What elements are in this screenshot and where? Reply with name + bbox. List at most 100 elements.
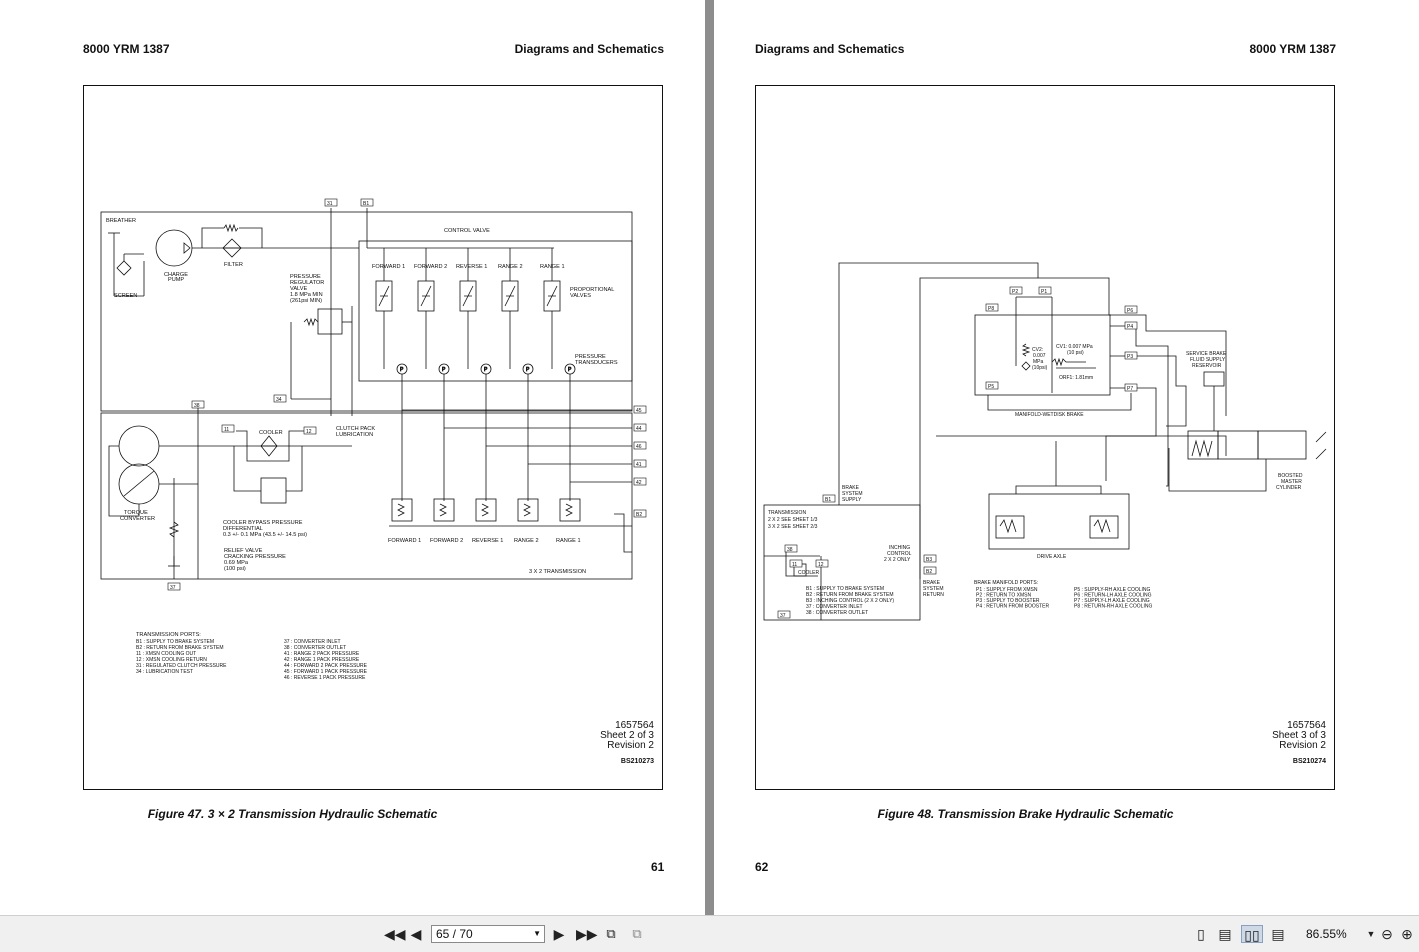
port-legend-item: 37 : CONVERTER INLET bbox=[284, 639, 341, 645]
port-tag-label: 46 bbox=[636, 444, 642, 450]
cooler-label: COOLER bbox=[798, 570, 820, 576]
brake-return-label-2: SYSTEM bbox=[923, 586, 944, 592]
chevron-down-icon[interactable]: ▼ bbox=[533, 929, 541, 938]
clutch-pack bbox=[433, 498, 455, 522]
manifold-port-item: P5 : SUPPLY-RH AXLE COOLING bbox=[1074, 587, 1151, 593]
transmission-label-2: 2 X 2 SEE SHEET 1/3 bbox=[768, 517, 818, 523]
page-number-field[interactable]: 65 / 70 ▼ bbox=[431, 925, 545, 943]
port-legend-item: 44 : FORWARD 2 PACK PRESSURE bbox=[284, 663, 368, 669]
manifold-port-item: P3 : SUPPLY TO BOOSTER bbox=[976, 598, 1040, 604]
port-tag-label: 44 bbox=[636, 426, 642, 432]
trans-port-item: B3 : INCHING CONTROL (2 X 2 ONLY) bbox=[806, 598, 894, 604]
port-tag-label: 37 bbox=[780, 613, 786, 619]
port-tag bbox=[633, 477, 647, 486]
brake-return-label: BRAKE bbox=[923, 580, 941, 586]
page-number: 61 bbox=[651, 860, 665, 874]
header-left: 8000 YRM 1387 bbox=[83, 42, 170, 56]
ports-title: TRANSMISSION PORTS: bbox=[136, 632, 201, 638]
lower-housing bbox=[100, 412, 633, 580]
port-tag bbox=[633, 423, 647, 432]
port-tag bbox=[273, 394, 287, 403]
zoom-level[interactable]: 86.55% bbox=[1306, 927, 1347, 941]
valve-label: REVERSE 1 bbox=[456, 264, 487, 270]
port-legend-item: 42 : RANGE 1 PACK PRESSURE bbox=[284, 657, 360, 663]
port-legend-item: 12 : XMSN COOLING RETURN bbox=[136, 657, 207, 663]
header-left: Diagrams and Schematics bbox=[755, 42, 905, 56]
port-tag bbox=[324, 198, 338, 207]
brake-supply-label-3: SUPPLY bbox=[842, 497, 862, 503]
manifold-port-item: P8 : RETURN-RH AXLE COOLING bbox=[1074, 604, 1152, 610]
port-tag-label: P6 bbox=[1127, 308, 1133, 314]
port-tag bbox=[777, 610, 791, 619]
manifold-port-item: P1 : SUPPLY FROM XMSN bbox=[976, 587, 1038, 593]
relief-valve-label-2: CRACKING PRESSURE bbox=[224, 554, 286, 560]
pack-label: FORWARD 2 bbox=[430, 538, 463, 544]
port-legend-item: B2 : RETURN FROM BRAKE SYSTEM bbox=[136, 645, 224, 651]
port-legend-item: 45 : FORWARD 1 PACK PRESSURE bbox=[284, 669, 368, 675]
transducer-p: P bbox=[526, 367, 530, 373]
trans-port-item: B1 : SUPPLY TO BRAKE SYSTEM bbox=[806, 586, 884, 592]
port-tag bbox=[784, 544, 798, 553]
port-tag-label: P2 bbox=[1012, 289, 1018, 295]
charge-pump-symbol bbox=[155, 229, 193, 267]
manifold-port-item: P6 : RETURN-LH AXLE COOLING bbox=[1074, 593, 1152, 599]
port-tag-label: P5 bbox=[988, 384, 994, 390]
clutch-pack bbox=[559, 498, 581, 522]
transmission-type-label: 3 X 2 TRANSMISSION bbox=[529, 569, 586, 575]
drawing-stamp: 1657564 Sheet 3 of 3 Revision 2 BS210274 bbox=[1272, 721, 1326, 767]
transmission-box bbox=[763, 504, 921, 621]
manifold-ports-title: BRAKE MANIFOLD PORTS: bbox=[974, 580, 1038, 586]
port-tag-label: B1 bbox=[363, 201, 369, 207]
port-tag-label: P7 bbox=[1127, 386, 1133, 392]
pressure-transducers-label: PRESSURE bbox=[575, 354, 606, 360]
port-legend-item: B1 : SUPPLY TO BRAKE SYSTEM bbox=[136, 639, 214, 645]
port-tag-label: 31 bbox=[327, 201, 333, 207]
service-brake-label: SERVICE BRAKE bbox=[1186, 351, 1227, 357]
drive-axle-label: DRIVE AXLE bbox=[1037, 554, 1067, 560]
cv1-label-2: (10 psi) bbox=[1067, 350, 1084, 356]
cooler-bypass-label: COOLER BYPASS PRESSURE bbox=[223, 520, 303, 526]
port-tag bbox=[191, 400, 205, 409]
next-page-icon[interactable]: ▶ bbox=[553, 926, 565, 942]
figure-caption: Figure 48. Transmission Brake Hydraulic … bbox=[877, 807, 1174, 821]
cooler-bypass-label-3: 0.3 +/- 0.1 MPa (43.5 +/- 14.5 psi) bbox=[223, 532, 307, 538]
port-tag-label: P3 bbox=[1127, 354, 1133, 360]
zoom-dropdown-icon[interactable]: ▼ bbox=[1366, 929, 1376, 939]
port-tag-label: P4 bbox=[1127, 324, 1133, 330]
drawing-sheet: Sheet 2 of 3 bbox=[600, 730, 654, 741]
port-tag bbox=[360, 198, 374, 207]
port-tag-label: 34 bbox=[276, 397, 282, 403]
proportional-valves-label: PROPORTIONAL bbox=[570, 287, 614, 293]
zoom-out-icon[interactable]: ⊖ bbox=[1381, 926, 1393, 942]
extract-pages-icon[interactable]: ⧉ bbox=[606, 926, 616, 941]
port-tag bbox=[923, 566, 937, 575]
prev-page-icon[interactable]: ◀ bbox=[410, 926, 422, 942]
pressure-transducers-label-2: TRANSDUCERS bbox=[575, 360, 618, 366]
insert-pages-icon[interactable]: ⧉ bbox=[632, 926, 642, 941]
first-page-icon[interactable]: ◀◀ bbox=[384, 926, 406, 942]
port-tag bbox=[1038, 286, 1052, 295]
drawing-sheet: Sheet 3 of 3 bbox=[1272, 730, 1326, 741]
port-legend-item: 46 : REVERSE 1 PACK PRESSURE bbox=[284, 675, 366, 681]
port-tag-label: 41 bbox=[636, 462, 642, 468]
cv1-label: CV1: 0.007 MPa bbox=[1056, 344, 1093, 350]
manifold-label: MANIFOLD-WETDISK BRAKE bbox=[1015, 412, 1084, 418]
facing-view-icon[interactable]: ▯▯ bbox=[1241, 925, 1263, 943]
valve-label: FORWARD 1 bbox=[372, 264, 405, 270]
last-page-icon[interactable]: ▶▶ bbox=[576, 926, 598, 942]
continuous-view-icon[interactable]: ▤ bbox=[1218, 926, 1232, 942]
regulator-label: VALVE bbox=[290, 286, 307, 292]
page-number-value: 65 / 70 bbox=[436, 927, 473, 941]
continuous-facing-view-icon[interactable]: ▤ bbox=[1271, 926, 1285, 942]
drawing-number: 1657564 bbox=[1287, 720, 1326, 731]
port-tag bbox=[633, 405, 647, 414]
drawing-stamp: 1657564 Sheet 2 of 3 Revision 2 BS210273 bbox=[600, 721, 654, 767]
manifold-box bbox=[974, 314, 1111, 396]
port-tag-label: 42 bbox=[636, 480, 642, 486]
cv2-label-4: (10psi) bbox=[1032, 365, 1048, 371]
trans-port-item: 38 : CONVERTER OUTLET bbox=[806, 610, 868, 616]
zoom-in-icon[interactable]: ⊕ bbox=[1401, 926, 1413, 942]
brake-supply-label-2: SYSTEM bbox=[842, 491, 863, 497]
single-page-view-icon[interactable]: ▯ bbox=[1197, 926, 1205, 942]
